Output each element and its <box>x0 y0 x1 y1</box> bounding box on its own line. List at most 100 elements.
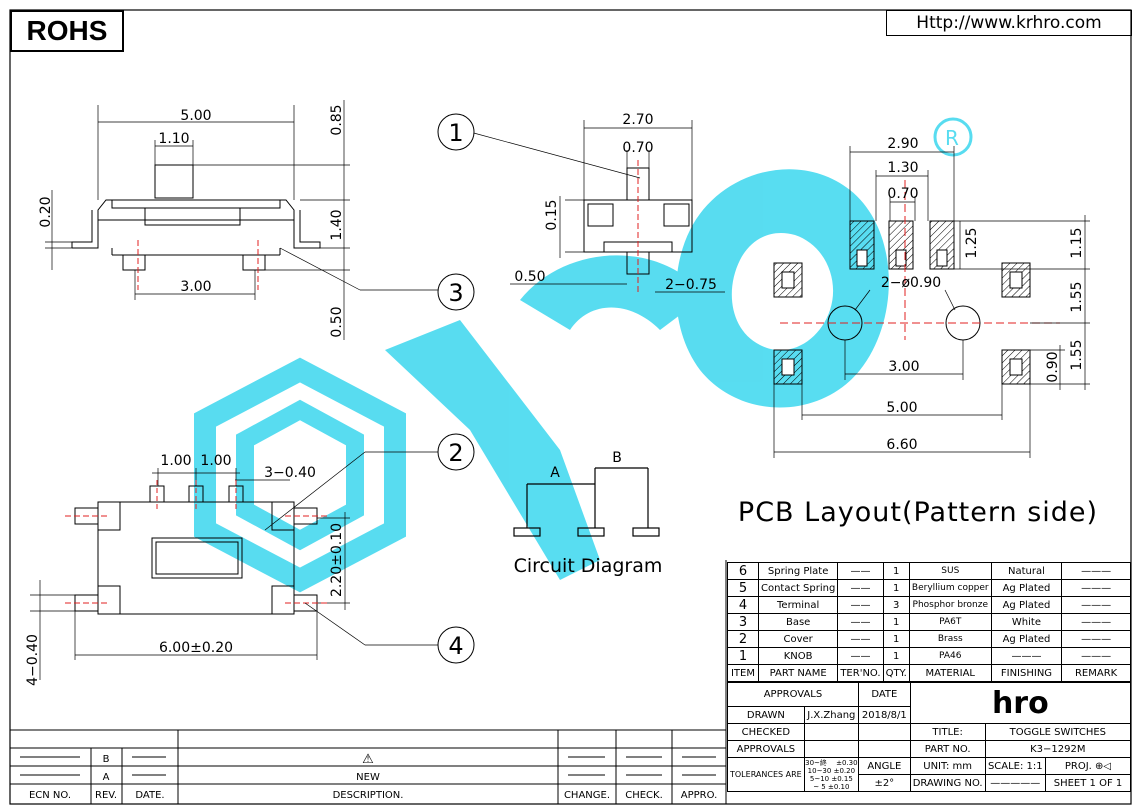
drawn-by: J.X.Zhang <box>803 706 859 724</box>
part-no: 6 <box>727 562 759 580</box>
part-ter: —— <box>837 630 884 648</box>
hdr-date: DATE. <box>135 790 164 801</box>
hdr-part-name: PART NAME <box>757 664 839 682</box>
hdr-appro: APPRO. <box>681 790 718 801</box>
angle-value: ±2° <box>857 774 911 792</box>
projection: PROJ. ⊕◁ <box>1044 757 1132 775</box>
callout-2: 2 <box>437 433 475 471</box>
dim-pcb-hole: 2−ø0.90 <box>881 275 941 291</box>
rev-b: B <box>103 754 110 765</box>
part-finishing: White <box>990 613 1063 631</box>
part-finishing: ——— <box>990 647 1063 665</box>
hdr-change: CHANGE. <box>564 790 610 801</box>
hdr-finishing: FINISHING <box>990 664 1063 682</box>
part-qty: 1 <box>882 613 910 631</box>
part-ter: —— <box>837 613 884 631</box>
part-name: Base <box>757 613 839 631</box>
part-ter: —— <box>837 562 884 580</box>
part-number: K3−1292M <box>984 740 1132 758</box>
dim-pcb-h3: 1.55 <box>1069 281 1085 312</box>
circuit-label-b: B <box>612 450 622 466</box>
part-remark: ——— <box>1061 562 1131 580</box>
part-finishing: Ag Plated <box>990 596 1063 614</box>
unit: UNIT: mm <box>909 757 986 775</box>
part-material: PA6T <box>908 613 992 631</box>
hdr-ter-no: TER'NO. <box>837 664 884 682</box>
part-qty: 1 <box>882 630 910 648</box>
rohs-badge: ROHS <box>10 10 124 52</box>
drawn-date: 2018/8/1 <box>857 706 911 724</box>
part-name: KNOB <box>757 647 839 665</box>
dim-side-knob: 0.70 <box>622 140 653 156</box>
part-ter: —— <box>837 596 884 614</box>
brand-logo: hro <box>909 682 1132 724</box>
approvals-label: APPROVALS <box>727 682 859 707</box>
dim-side-h: 0.15 <box>544 199 560 230</box>
part-finishing: Ag Plated <box>990 630 1063 648</box>
bottom-view <box>30 451 438 680</box>
part-name: Cover <box>757 630 839 648</box>
dim-top-h2: 1.40 <box>329 209 345 240</box>
part-remark: ——— <box>1061 630 1131 648</box>
part-material: Phosphor bronze <box>908 596 992 614</box>
part-qty: 1 <box>882 562 910 580</box>
dim-top-width: 5.00 <box>180 108 211 124</box>
hdr-qty: QTY. <box>882 664 910 682</box>
dim-bot-pins: 3−0.40 <box>264 465 316 481</box>
hdr-item: ITEM <box>727 664 759 682</box>
part-qty: 1 <box>882 579 910 597</box>
part-ter: —— <box>837 579 884 597</box>
part-name: Contact Spring <box>757 579 839 597</box>
callout-4: 4 <box>437 626 475 664</box>
part-no: 3 <box>727 613 759 631</box>
part-finishing: Natural <box>990 562 1063 580</box>
part-material: PA46 <box>908 647 992 665</box>
revision-block <box>10 560 727 804</box>
pcb-layout-title: PCB Layout(Pattern side) <box>738 497 1098 528</box>
tolerances-label: TOLERANCES ARE <box>727 757 805 792</box>
part-remark: ——— <box>1061 613 1131 631</box>
part-qty: 3 <box>882 596 910 614</box>
dim-top-knob: 1.10 <box>158 131 189 147</box>
dim-bot-p2: 1.00 <box>200 453 231 469</box>
part-material: Brass <box>908 630 992 648</box>
drawing-no-value: ————— <box>984 774 1046 792</box>
circuit-label-a: A <box>550 465 560 481</box>
dim-pcb-w5: 5.00 <box>886 400 917 416</box>
title-block: APPROVALS DATE hro DRAWN J.X.Zhang 2018/… <box>727 682 1132 792</box>
part-remark: ——— <box>1061 647 1131 665</box>
part-ter: —— <box>837 647 884 665</box>
circuit-title: Circuit Diagram <box>514 555 663 577</box>
dim-bot-width: 6.00±0.20 <box>159 640 233 656</box>
hdr-rev: REV. <box>95 790 117 801</box>
dim-top-pin: 3.00 <box>180 279 211 295</box>
dim-side-pin: 0.50 <box>514 269 545 285</box>
hdr-ecn: ECN NO. <box>29 790 71 801</box>
partno-label: PART NO. <box>909 740 986 758</box>
dim-top-h1: 0.85 <box>329 104 345 135</box>
svg-text:3: 3 <box>448 279 463 307</box>
dim-pcb-w2: 1.30 <box>887 160 918 176</box>
drawing-title: TOGGLE SWITCHES <box>984 723 1132 741</box>
dim-side-width: 2.70 <box>622 112 653 128</box>
rev-a: A <box>103 772 110 783</box>
watermark-registered: R <box>945 126 959 150</box>
part-no: 5 <box>727 579 759 597</box>
part-no: 1 <box>727 647 759 665</box>
svg-text:1: 1 <box>448 119 463 147</box>
dim-bot-height: 2.20±0.10 <box>329 523 345 597</box>
drawing-no-label: DRAWING NO. <box>909 774 986 792</box>
callout-3: 3 <box>437 273 475 311</box>
svg-text:4: 4 <box>448 632 463 660</box>
hdr-material: MATERIAL <box>908 664 992 682</box>
part-no: 4 <box>727 596 759 614</box>
title-label: TITLE: <box>909 723 986 741</box>
watermark-logo: R <box>194 117 973 593</box>
sheet-border <box>9 9 1132 805</box>
